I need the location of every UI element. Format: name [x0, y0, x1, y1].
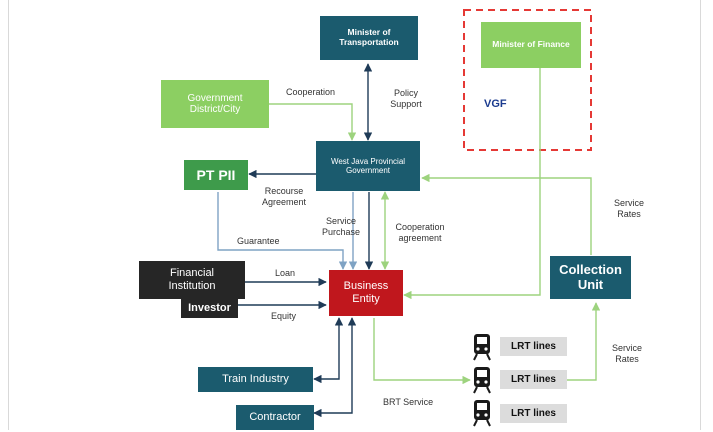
vgf-funding-link	[403, 68, 541, 300]
train-icon	[472, 333, 492, 361]
minister-of-transportation-box: Minister of Transportation	[320, 16, 418, 60]
service-rates-top-link	[421, 173, 592, 255]
train-icon	[472, 399, 492, 427]
equity-label: Equity	[271, 311, 297, 321]
lrt-lines-label: LRT lines	[500, 404, 567, 423]
service-rates-bottom-link	[567, 302, 601, 381]
vgf-label: VGF	[484, 98, 507, 110]
vgf-dashed-boundary	[463, 9, 592, 151]
cooperation-label: Cooperation	[286, 87, 336, 97]
minister-of-finance-box: Minister of Finance	[481, 22, 581, 68]
brt-service-link	[373, 318, 471, 385]
train-icon	[472, 366, 492, 394]
left-frame-line	[8, 0, 9, 430]
collection-unit-box: Collection Unit	[550, 256, 631, 299]
lrt-lines-label: LRT lines	[500, 337, 567, 356]
recourse-agreement-label: Recourse Agreement	[261, 186, 307, 208]
business-entity-box: Business Entity	[329, 270, 403, 316]
financial-institution-box: Financial Institution	[139, 261, 245, 299]
pt-pii-box: PT PII	[184, 160, 248, 190]
west-java-provincial-government-box: West Java Provincial Government	[316, 141, 420, 191]
cooperation-link	[269, 103, 357, 141]
cooperation-agreement-label: Cooperation agreement	[395, 222, 445, 244]
service-rates-top-label: Service Rates	[613, 198, 644, 220]
brt-service-label: BRT Service	[383, 397, 434, 407]
investor-box: Investor	[181, 298, 238, 318]
service-purchase-label: Service Purchase	[321, 216, 361, 238]
contractor-box: Contractor	[236, 405, 314, 430]
policy-support-label: Policy Support	[390, 88, 422, 110]
right-frame-line	[700, 0, 701, 430]
guarantee-link	[217, 192, 348, 270]
government-district-city-box: Government District/City	[161, 80, 269, 128]
train-industry-link	[313, 317, 344, 384]
lrt-lines-label: LRT lines	[500, 370, 567, 389]
loan-label: Loan	[275, 268, 296, 278]
train-industry-box: Train Industry	[198, 367, 313, 392]
guarantee-label: Guarantee	[237, 236, 280, 246]
contractor-link	[313, 317, 357, 418]
service-rates-bottom-label: Service Rates	[611, 343, 642, 365]
